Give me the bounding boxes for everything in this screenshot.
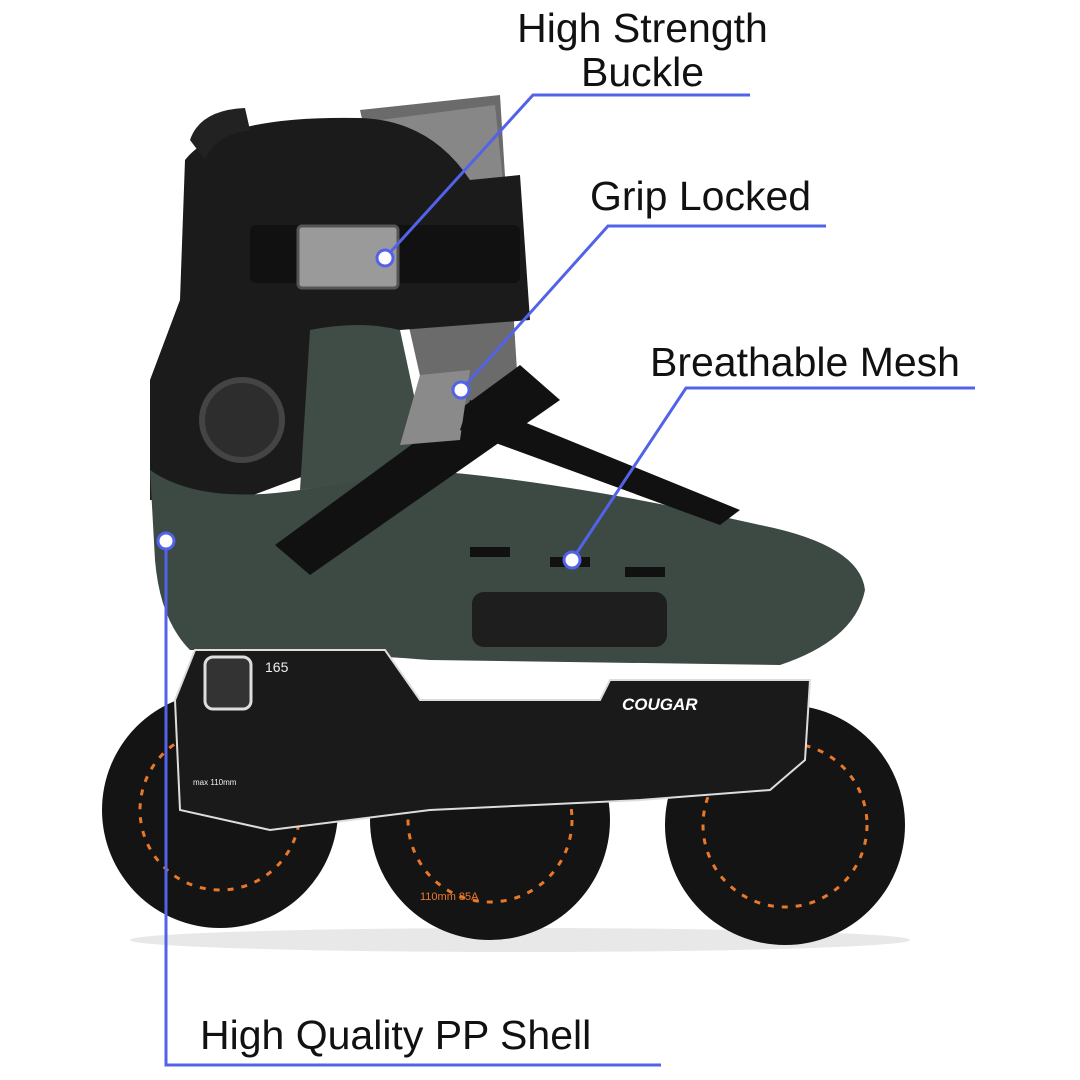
- mesh-callout-line: [570, 386, 975, 561]
- buckle-label: High Strength Buckle: [500, 6, 785, 94]
- buckle-callout-line: [383, 93, 750, 260]
- shell-callout-dot: [156, 531, 176, 551]
- floor-shadow: [130, 928, 910, 952]
- buckle-callout-dot: [375, 248, 395, 268]
- frame: [173, 649, 812, 832]
- toe-plate: [472, 592, 667, 647]
- grip-callout-line: [459, 224, 826, 392]
- shell-callout-line: [164, 541, 661, 1067]
- buckle: [296, 224, 400, 290]
- buckle-label-line1: High Strength: [517, 5, 768, 51]
- callout-lines: [164, 93, 975, 1067]
- grip-label: Grip Locked: [590, 173, 812, 219]
- mesh-label: Breathable Mesh: [650, 339, 960, 385]
- frame-brand: COUGAR: [622, 695, 698, 714]
- shell-label: High Quality PP Shell: [200, 1012, 592, 1058]
- frame-max: max 110mm: [193, 778, 237, 787]
- wheel-text: 110mm 85A: [420, 891, 479, 903]
- pull-strap: [190, 108, 250, 160]
- buckle-label-line2: Buckle: [580, 49, 705, 95]
- mesh-callout-dot: [562, 550, 582, 570]
- frame-size: 165: [265, 659, 289, 675]
- ankle-rivet: [199, 377, 285, 463]
- grip-callout-dot: [451, 380, 471, 400]
